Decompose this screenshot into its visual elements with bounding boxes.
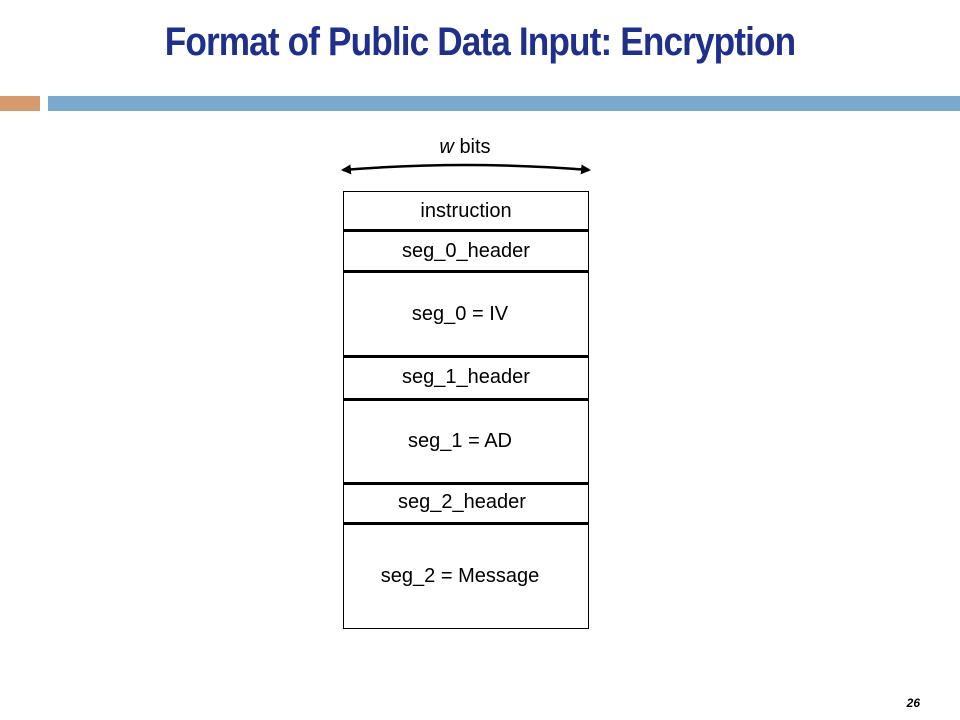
row-instruction: instruction: [420, 200, 512, 222]
row-divider: [342, 398, 589, 401]
row-seg1-ad: seg_1 = AD: [408, 430, 512, 452]
row-seg0-iv: seg_0 = IV: [411, 303, 509, 325]
row-divider: [342, 482, 589, 485]
page-number: 26: [906, 696, 920, 710]
row-seg2-header: seg_2_header: [398, 491, 526, 513]
row-divider: [342, 229, 589, 232]
accent-bar-right: [48, 96, 960, 111]
slide-title: Format of Public Data Input: Encryption: [164, 20, 796, 64]
row-divider: [342, 522, 589, 525]
width-label: w bits: [400, 136, 530, 159]
width-unit: bits: [459, 136, 491, 158]
row-divider: [342, 355, 589, 358]
data-format-stack: instruction seg_0_header seg_0 = IV seg_…: [342, 191, 589, 629]
row-divider: [342, 270, 589, 273]
double-arrow-icon: [341, 163, 591, 175]
row-seg0-header: seg_0_header: [402, 240, 530, 262]
width-variable: w: [439, 136, 454, 158]
row-seg2-message: seg_2 = Message: [380, 565, 540, 587]
row-seg1-header: seg_1_header: [402, 366, 530, 388]
accent-bar-left: [0, 96, 40, 111]
